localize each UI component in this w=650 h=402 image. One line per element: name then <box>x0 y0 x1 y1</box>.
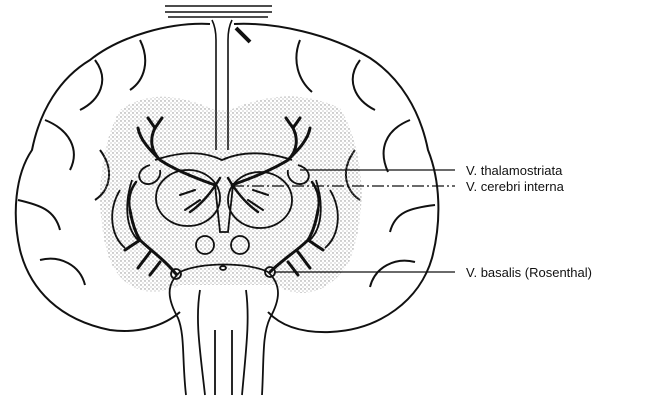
leader-lines <box>232 169 455 273</box>
deep-veins <box>123 116 325 277</box>
label-thalamostriata: V. thalamostriata <box>466 163 563 178</box>
falx-cerebri <box>165 5 272 150</box>
brain-outline <box>14 22 440 334</box>
brainstem <box>168 263 279 396</box>
label-basalis: V. basalis (Rosenthal) <box>466 265 592 280</box>
ventricles-thalamus <box>111 152 339 280</box>
central-stipple <box>100 96 362 293</box>
label-cerebri-interna: V. cerebri interna <box>466 179 565 194</box>
